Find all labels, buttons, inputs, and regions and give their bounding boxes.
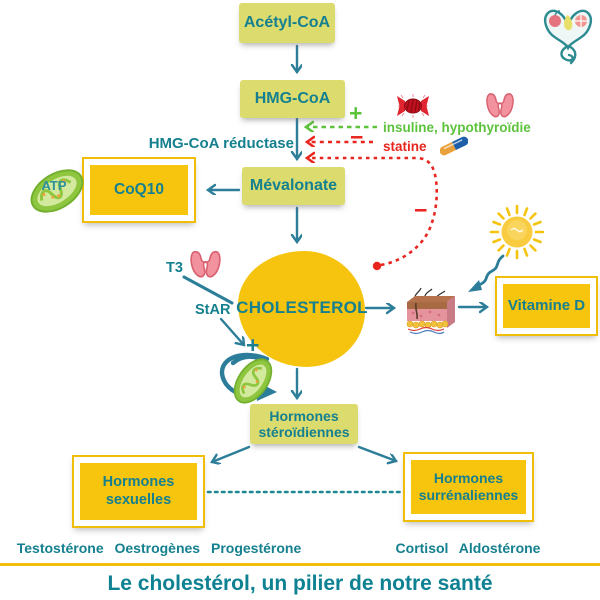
coq10-label: CoQ10 — [114, 180, 164, 198]
sex-label-line1: Hormones — [102, 474, 175, 491]
steroid-label-line1: Hormones — [269, 407, 339, 424]
insulin-plus-sign: + — [349, 100, 363, 126]
reductase-label: HMG-CoA réductase — [148, 135, 294, 152]
sex-hormones-examples: Testostérone Oestrogènes Progestérone — [16, 540, 302, 556]
line-t3-star — [182, 275, 234, 305]
mitochondria-atp-icon — [30, 169, 84, 213]
steroid-label-line2: stéroïdiennes — [258, 424, 350, 440]
thyroid-icon-top — [486, 93, 514, 118]
statine-minus-sign: − — [350, 124, 364, 150]
arrow-star-to-mitochondria — [219, 317, 244, 345]
feedback-origin-dot — [372, 261, 382, 271]
vitamine-d-label: Vitamine D — [507, 297, 586, 314]
adrenal-label-line1: Hormones — [433, 470, 504, 487]
insulin-label: insuline, hypothyroïdie — [383, 120, 531, 135]
cholesterol-label: CHOLESTEROL — [236, 298, 368, 317]
skin-icon — [406, 287, 455, 335]
node-mevalonate: Mévalonate — [242, 167, 345, 205]
gold-divider — [0, 563, 600, 566]
acetyl-coa-label: Acétyl-CoA — [243, 13, 331, 31]
star-label: StAR — [195, 302, 231, 318]
node-hormones-steroidiennes: Hormones stéroïdiennes — [250, 404, 358, 444]
adrenal-label-line2: surrénaliennes — [418, 487, 519, 503]
node-acetyl-coa: Acétyl-CoA — [239, 3, 335, 43]
nutrition-heart-logo-icon — [544, 9, 592, 65]
cholesterol-blob — [238, 251, 365, 367]
arrow-steroid-to-adrenal — [357, 445, 396, 461]
star-plus-sign: + — [246, 332, 260, 358]
mitochondria-star-icon — [233, 358, 273, 404]
statine-label: statine — [383, 139, 427, 154]
sun-icon — [489, 204, 545, 260]
node-vitamine-d: Vitamine D — [495, 276, 598, 336]
node-hormones-sexuelles: Hormones sexuelles — [72, 455, 205, 528]
candy-icon — [397, 94, 429, 118]
arrow-uv-sun-to-skin — [479, 254, 505, 286]
thyroid-icon-t3 — [190, 250, 221, 278]
arrow-uv-head — [468, 280, 482, 292]
feedback-minus-sign: − — [414, 197, 428, 223]
sex-label-line2: sexuelles — [105, 491, 172, 508]
node-hormones-surrenaliennes: Hormones surrénaliennes — [403, 452, 534, 522]
hmg-coa-label: HMG-CoA — [254, 89, 331, 107]
atp-label: ATP — [41, 178, 67, 193]
node-hmg-coa: HMG-CoA — [240, 80, 345, 118]
mevalonate-label: Mévalonate — [249, 176, 338, 194]
node-coq10: CoQ10 — [82, 157, 196, 223]
statin-pill-icon — [440, 136, 468, 156]
arrow-steroid-to-sex — [212, 445, 251, 462]
arrow-feedback-inhibition — [307, 158, 439, 267]
page-title: Le cholestérol, un pilier de notre santé — [107, 572, 493, 595]
t3-label: T3 — [166, 260, 183, 276]
adrenal-hormones-examples: Cortisol Aldostérone — [395, 540, 541, 556]
